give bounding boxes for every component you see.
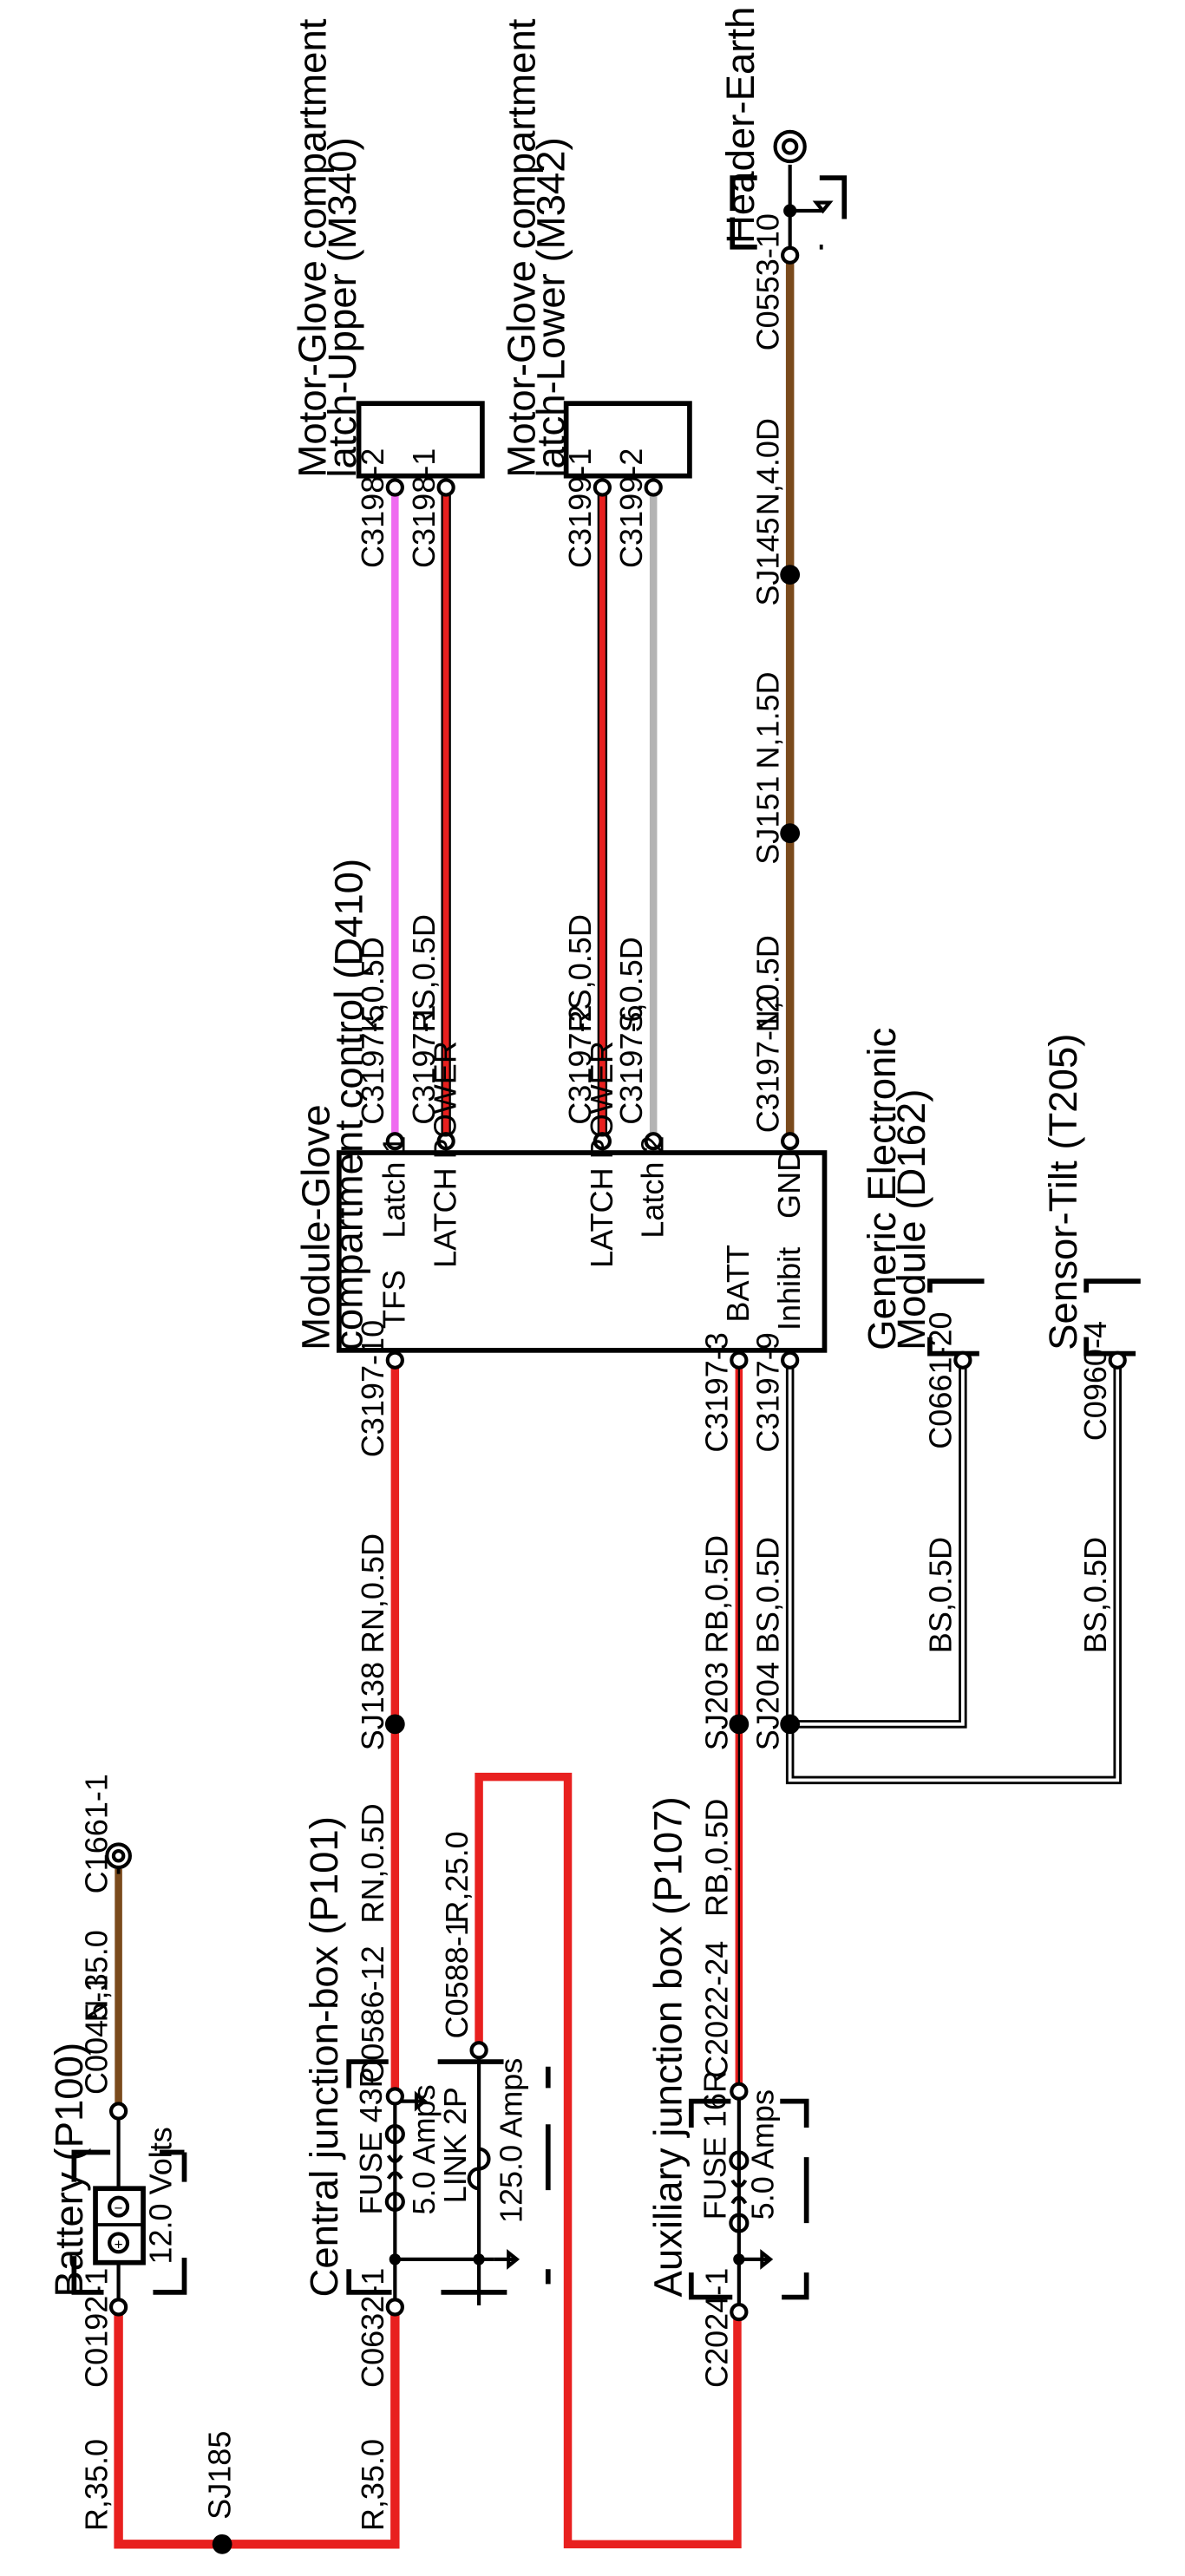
wire-label-rb05-b: RB,0.5D [699,1535,735,1653]
header-earth-name: Header-Earth (K108) [718,0,763,244]
module-name-line2: compartment control (D410) [326,859,370,1350]
wire-label-rn05-a: RN,0.5D [355,1803,390,1923]
wire-label-rs05-a: RS,0.5D [406,914,442,1032]
motor-lower-name-line1: Motor-Glove compartment [500,18,544,477]
module-pin-tfs: TFS [376,1270,412,1329]
splice-sj204: SJ204 [750,1662,785,1750]
cjb-name: Central junction-box (P101) [302,1816,346,2297]
motor-lower-name-line2: latch-Lower (M342) [529,137,573,477]
header-earth-symbol [730,129,848,256]
connector-c3197-9: C3197-9 [750,1332,785,1452]
wire-label-rn05-b: RN,0.5D [355,1533,390,1653]
fuse43-rating: 5.0 Amps [406,2084,442,2214]
module-pin-batt: BATT [720,1245,756,1322]
wire-label-rb05-a: RB,0.5D [699,1799,735,1917]
fuse16-rating: 5.0 Amps [745,2089,781,2220]
connector-c0632-1: C0632-1 [355,2268,390,2388]
connector-c0192-1: C0192-1 [78,2268,114,2388]
fuse16-name: FUSE 16R [697,2070,733,2220]
wire-label-n15: N,1.5D [750,671,785,768]
wire-label-s05: S,0.5D [613,937,649,1032]
wire-label-rs05-b: RS,0.5D [562,914,598,1032]
gem-name-line2: Module (D162) [889,1089,933,1350]
module-pin-latch2: Latch 2 [635,1135,671,1238]
connector-c2022-24: C2022-24 [699,1941,735,2078]
connector-c3197-3: C3197-3 [699,1332,735,1452]
module-pin-inhibit: Inhibit [771,1247,807,1330]
connector-c1661-1: C1661-1 [78,1774,114,1893]
module-pin-latch-power-2: LATCH POWER [584,1041,619,1268]
wire-label-n350: N,35.0 [78,1930,114,2022]
connector-c0960-4: C0960-4 [1077,1321,1113,1441]
module-pin-latch1: Latch 1 [376,1135,412,1238]
connector-c3197-6: C3197-6 [613,1004,649,1124]
splice-dots [212,565,801,2554]
ajb-name: Auxiliary junction box (P107) [645,1796,690,2297]
connector-c0588-1: C0588-1 [439,1919,475,2038]
module-pin-gnd: GND [771,1149,807,1219]
splice-sj145: SJ145 [750,517,785,605]
central-junction-box [346,2058,551,2306]
wire-label-bs05-a: BS,0.5D [750,1537,785,1653]
connector-c2024-1: C2024-1 [699,2268,735,2388]
wire-label-n05: N,0.5D [750,935,785,1032]
connector-c0586-12: C0586-12 [355,1945,390,2082]
battery-name: Battery (P100) [47,2043,91,2298]
splice-sj203: SJ203 [699,1662,735,1750]
wire-label-r250: R,25.0 [439,1831,475,1923]
wire-label-r350-a: R,35.0 [78,2439,114,2531]
battery-positive-symbol: + [115,2236,123,2252]
connector-c3197-5: C3197-5 [355,1004,390,1124]
wire-label-bs05-b: BS,0.5D [923,1537,959,1653]
motor-upper-box [356,401,485,479]
connector-c3197-10: C3197-10 [355,1320,390,1457]
battery-symbol: − + [71,2115,187,2303]
wire-bs-inhibit [785,1360,1122,1785]
auxiliary-junction-box [688,2095,809,2306]
battery-ground-terminal-icon [105,1842,132,1874]
connector-c3199-2: C3199-2 [613,448,649,568]
link2-name: LINK 2P [437,2087,473,2203]
connector-c3197-12: C3197-12 [750,996,785,1133]
module-pin-latch-power-1: LATCH POWER [428,1041,463,1268]
connector-c0553-10: C0553-10 [750,213,785,350]
splice-sj138: SJ138 [355,1662,390,1750]
module-name-line1: Module-Glove [293,1104,337,1350]
splice-sj185: SJ185 [202,2431,238,2520]
wire-label-n40: N,4.0D [750,418,785,515]
tilt-name: Sensor-Tilt (T205) [1041,1034,1085,1350]
connector-c3199-1: C3199-1 [562,448,598,568]
gem-name-line1: Generic Electronic [860,1028,904,1350]
splice-sj151: SJ151 [750,776,785,865]
wire-red-link2-to-ajb [475,1772,742,2549]
wire-red-battery-feed [114,2310,400,2549]
connector-c0045-1: C0045-1 [78,1975,114,2095]
connector-c3197-1: C3197-1 [406,1004,442,1124]
battery-rating: 12.0 Volts [142,2127,178,2264]
connector-c0661-20: C0661-20 [923,1311,959,1448]
wire-label-r350-b: R,35.0 [355,2439,390,2531]
connector-c3197-2: C3197-2 [562,1004,598,1124]
fuse43-name: FUSE 43P [353,2067,389,2214]
motor-upper-name-line2: latch-Upper (M340) [320,137,364,477]
motor-lower-box [563,401,692,479]
wire-label-bs05-c: BS,0.5D [1077,1537,1113,1653]
link2-rating: 125.0 Amps [493,2058,528,2223]
motor-upper-name-line1: Motor-Glove compartment [291,18,335,477]
glove-compartment-module-box [336,1150,828,1353]
connector-pins [108,245,1127,2322]
battery-negative-symbol: − [115,2200,123,2217]
wire-label-k05: K,0.5D [355,937,390,1032]
connector-c3198-2: C3198-2 [355,448,390,568]
connector-c3198-1: C3198-1 [406,448,442,568]
